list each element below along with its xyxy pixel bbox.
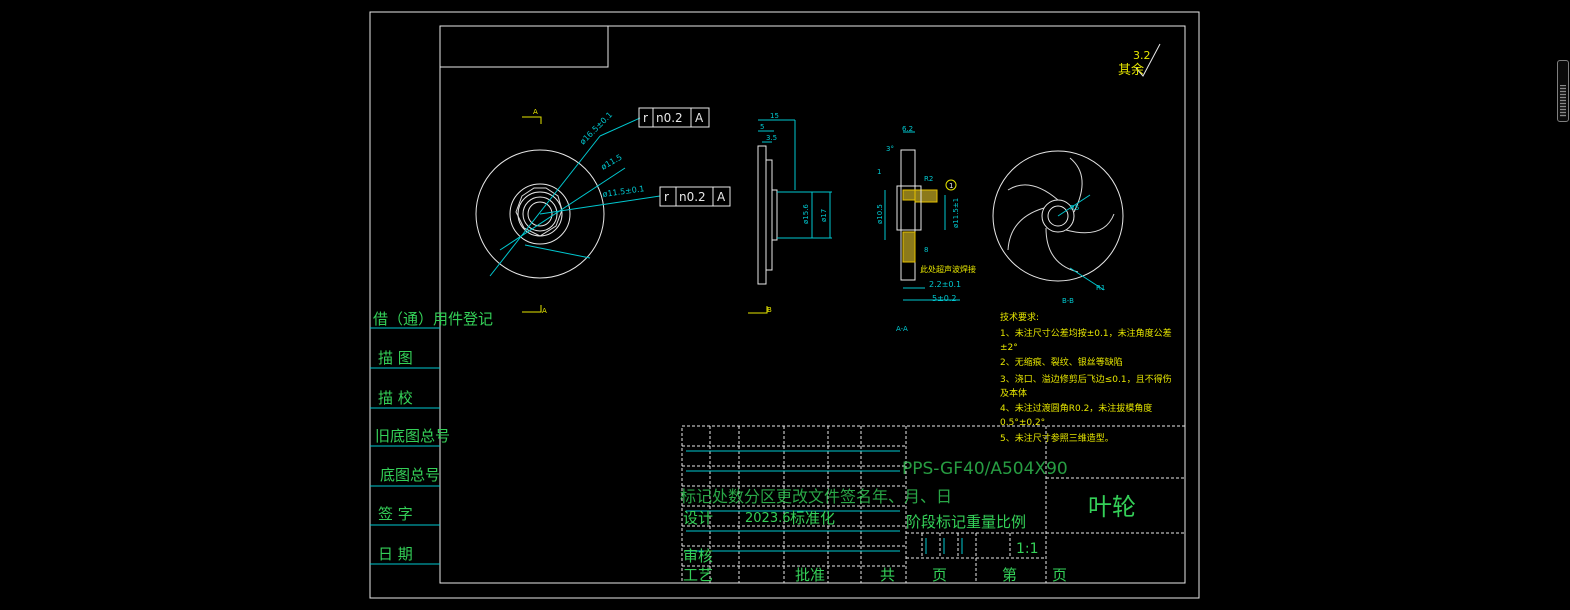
sidebar-row-4: 底图总号	[380, 466, 440, 484]
sec-dim-a1: 3°	[886, 145, 894, 153]
notes-line-6: 4、未注过渡圆角R0.2，未注拔模角度	[1000, 402, 1152, 414]
impeller-dim-r1: R5	[1070, 204, 1079, 212]
total-label: 共	[880, 566, 895, 584]
side-view: 15 5 3.5 ø15.6 ø17 B	[748, 112, 832, 314]
sec-dim-w2: 5±0.2	[932, 294, 957, 303]
front-dim-2: ø11.5	[600, 153, 624, 172]
impeller-view: R5 R1 B-B	[992, 150, 1124, 305]
tol2-value: n0.2	[679, 190, 706, 204]
tolerance-frame-1: r n0.2 A	[638, 107, 710, 128]
impeller-dim-r2: R1	[1096, 284, 1105, 292]
section-balloon: 1	[949, 182, 953, 190]
notes-line-1: 1、未注尺寸公差均按±0.1，未注角度公差	[1000, 327, 1172, 339]
revision-header: 标记处数分区更改文件签名年、月、日	[680, 487, 952, 506]
right-section-label: B-B	[1062, 297, 1074, 305]
section-b: B	[767, 306, 772, 314]
review-label: 审核	[683, 547, 713, 565]
sidebar-row-2: 描 校	[378, 389, 413, 407]
sidebar-row-5: 签 字	[378, 505, 413, 523]
section-a-top: A	[533, 108, 538, 116]
tolerance-frame-2: r n0.2 A	[659, 186, 731, 207]
process-label: 工艺	[683, 566, 713, 584]
sidebar-row-3: 旧底图总号	[375, 427, 450, 445]
sec-note: 此处超声波焊接	[920, 264, 976, 274]
page-label: 页	[932, 566, 947, 584]
section-view: 1 6.2 3° 1 R2 ø10.5 ø11.5±1 8 此处超声波焊接 2.…	[876, 125, 976, 333]
tol2-symbol: r	[664, 190, 669, 204]
notes-title: 技术要求:	[1000, 311, 1039, 323]
outer-border	[369, 11, 1200, 599]
page2-label: 页	[1052, 566, 1067, 584]
surface-finish-label: 其余	[1118, 62, 1144, 78]
front-dim-3: ø11.5±0.1	[602, 184, 645, 199]
material-text: PPS-GF40/A504X90	[902, 459, 1068, 479]
sheet-label: 第	[1002, 566, 1017, 584]
top-left-box	[439, 25, 609, 68]
date-text: 2023.6	[745, 511, 791, 526]
sec-dim-r: R2	[924, 175, 933, 183]
notes-line-3: 2、无缩痕、裂纹、银丝等缺陷	[1000, 356, 1123, 368]
title-block	[681, 425, 1186, 584]
front-view: ø16.5±0.1 ø11.5 ø11.5±0.1 A A	[475, 108, 661, 315]
notes-line-7: 0.5°±0.2°	[1000, 418, 1045, 428]
sec-dim-top: 6.2	[902, 125, 913, 133]
tol1-symbol: r	[643, 111, 648, 125]
technical-notes: 技术要求: 1、未注尺寸公差均按±0.1，未注角度公差 ±2° 2、无缩痕、裂纹…	[1000, 311, 1172, 444]
side-dim-top3: 3.5	[766, 134, 777, 142]
sec-dim-w1: 2.2±0.1	[929, 280, 961, 289]
tol2-datum: A	[717, 190, 726, 204]
sec-dim-h: ø11.5±1	[952, 198, 960, 228]
notes-line-8: 5、未注尺寸参照三维造型。	[1000, 432, 1114, 444]
notes-line-2: ±2°	[1000, 343, 1018, 353]
tol1-value: n0.2	[656, 111, 683, 125]
standardize-label: 标准化	[790, 509, 835, 527]
side-dim-top2: 5	[760, 123, 764, 131]
scale-value: 1:1	[1016, 541, 1039, 557]
title-block-text: PPS-GF40/A504X90 叶轮 标记处数分区更改文件签名年、月、日 设计…	[680, 459, 1136, 584]
side-dim-top1: 15	[770, 112, 779, 120]
tol1-datum: A	[695, 111, 704, 125]
part-name: 叶轮	[1088, 493, 1136, 521]
section-a-bottom: A	[542, 307, 547, 315]
vertical-scrollbar[interactable]	[1557, 60, 1569, 122]
sec-dim-n1: 1	[877, 168, 881, 176]
sec-dim-b: 8	[924, 246, 928, 254]
side-dim-v1: ø15.6	[802, 204, 810, 224]
scrollbar-thumb[interactable]	[1560, 85, 1566, 117]
side-dim-v2: ø17	[820, 209, 828, 222]
surface-finish-symbol: 3.2 其余	[1118, 43, 1161, 78]
sidebar-row-6: 日 期	[378, 545, 413, 563]
notes-line-4: 3、浇口、溢边修剪后飞边≤0.1，且不得伤	[1000, 373, 1172, 385]
sec-dim-v: ø10.5	[876, 204, 884, 224]
sidebar-row-1: 描 图	[378, 349, 413, 367]
surface-finish-value: 3.2	[1133, 49, 1151, 62]
approve-label: 批准	[795, 566, 825, 584]
stage-labels: 阶段标记重量比例	[906, 513, 1026, 531]
sidebar-register: 借（通）用件登记 描 图 描 校 旧底图总号 底图总号 签 字 日 期	[370, 310, 493, 565]
front-section-label: A-A	[896, 325, 908, 333]
notes-line-5: 及本体	[1000, 387, 1027, 399]
design-label: 设计	[683, 509, 713, 527]
sidebar-header: 借（通）用件登记	[373, 310, 493, 328]
title-block-cyan-rows	[686, 450, 963, 554]
